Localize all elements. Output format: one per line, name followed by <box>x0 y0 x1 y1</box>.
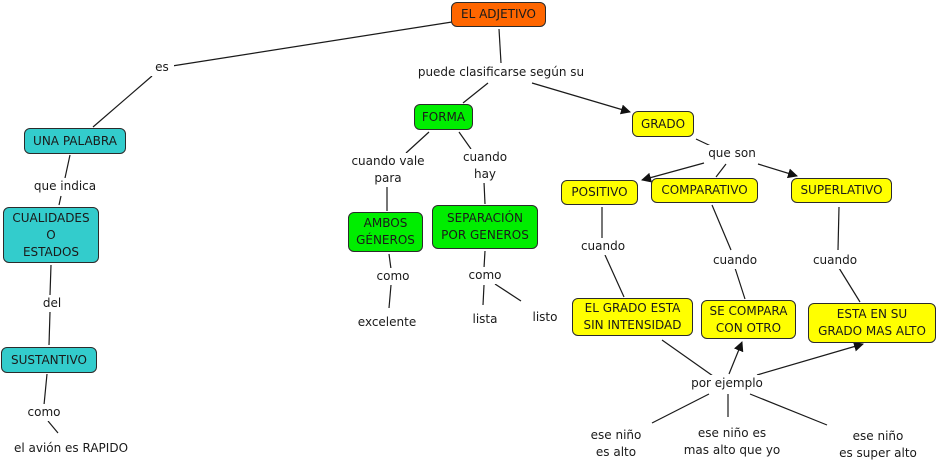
linking-cuando-vale-para: cuando vale para <box>346 153 430 187</box>
linking-que-indica: que indica <box>29 178 101 195</box>
example-ese-nino-es-alto: ese niño es alto <box>584 427 648 461</box>
link-cuando-sin-intensidad <box>604 254 625 298</box>
link-sustantivo-como <box>43 373 48 406</box>
link-cuando-compara-otro <box>734 267 746 300</box>
linking-del: del <box>38 295 66 312</box>
example-ese-nino-super-alto: ese niño es super alto <box>835 428 921 462</box>
linking-es: es <box>150 59 174 76</box>
link-por-ejemplo-compara-otro <box>728 341 744 375</box>
linking-cuando-hay: cuando hay <box>458 149 512 183</box>
link-que-son-superlativo <box>757 163 798 179</box>
linking-como-ambos: como <box>373 268 413 285</box>
link-como-excelente <box>388 284 392 309</box>
example-el-avion-es-rapido: el avión es RAPIDO <box>8 440 134 457</box>
link-como-avion <box>47 420 59 434</box>
concept-separacion-por-generos[interactable]: SEPARACIÓN POR GENEROS <box>432 205 538 249</box>
concept-superlativo[interactable]: SUPERLATIVO <box>791 178 892 203</box>
linking-por-ejemplo: por ejemplo <box>688 375 766 392</box>
concept-se-compara-con-otro[interactable]: SE COMPARA CON OTRO <box>701 300 796 339</box>
link-que-son-positivo <box>641 162 705 183</box>
linking-como-sustantivo: como <box>24 404 64 421</box>
link-como-lista <box>482 284 485 306</box>
link-del-sustantivo <box>48 311 51 346</box>
concept-grado-sin-intensidad[interactable]: EL GRADO ESTA SIN INTENSIDAD <box>572 298 693 336</box>
link-adjetivo-es <box>171 21 453 67</box>
link-es-una-palabra <box>92 75 153 128</box>
link-comparativo-cuando <box>711 204 732 251</box>
example-ese-nino-mas-alto: ese niño es mas alto que yo <box>680 425 784 459</box>
concept-grado[interactable]: GRADO <box>632 111 694 137</box>
concept-grado-mas-alto[interactable]: ESTA EN SU GRADO MAS ALTO <box>808 303 936 343</box>
example-listo: listo <box>528 309 562 326</box>
concept-comparativo[interactable]: COMPARATIVO <box>651 178 758 203</box>
concept-ambos-generos[interactable]: AMBOS GÉNEROS <box>348 212 423 252</box>
concept-positivo[interactable]: POSITIVO <box>561 180 638 205</box>
concept-cualidades-o-estados[interactable]: CUALIDADES O ESTADOS <box>3 207 99 263</box>
link-como-listo <box>494 283 522 302</box>
link-cuando-grado-mas-alto <box>838 267 861 303</box>
link-sin-intensidad-por-ejemplo <box>661 339 714 377</box>
link-que-son-comparativo <box>715 163 727 178</box>
linking-cuando-superlativo: cuando <box>809 252 861 269</box>
concept-el-adjetivo[interactable]: EL ADJETIVO <box>451 2 546 27</box>
example-lista: lista <box>468 311 502 328</box>
link-que-indica-cualidades <box>58 195 62 206</box>
link-adjetivo-clasificarse <box>498 28 502 64</box>
link-separacion-como <box>483 250 486 269</box>
concept-una-palabra[interactable]: UNA PALABRA <box>24 128 126 154</box>
link-ambos-como <box>388 253 392 270</box>
link-por-ejemplo-grado-mas-alto <box>756 341 864 376</box>
link-cuando-hay-separacion <box>483 181 486 205</box>
example-excelente: excelente <box>355 314 419 331</box>
link-por-ejemplo-nino-super-alto <box>749 393 828 426</box>
link-por-ejemplo-nino-alto <box>651 393 710 424</box>
linking-que-son: que son <box>704 145 760 162</box>
linking-cuando-comparativo: cuando <box>709 252 761 269</box>
linking-como-separacion: como <box>465 267 505 284</box>
linking-puede-clasificarse: puede clasificarse según su <box>412 64 590 81</box>
link-forma-cuando-hay <box>458 131 472 150</box>
concept-forma[interactable]: FORMA <box>414 104 473 130</box>
link-clasificarse-grado <box>531 82 631 115</box>
link-una-palabra-que-indica <box>64 154 71 179</box>
link-forma-cuando-vale <box>405 131 430 154</box>
link-cualidades-del <box>49 264 52 296</box>
concept-sustantivo[interactable]: SUSTANTIVO <box>1 347 97 373</box>
link-clasificarse-forma <box>462 82 489 104</box>
linking-cuando-positivo: cuando <box>577 238 629 255</box>
link-superlativo-cuando <box>837 206 840 251</box>
